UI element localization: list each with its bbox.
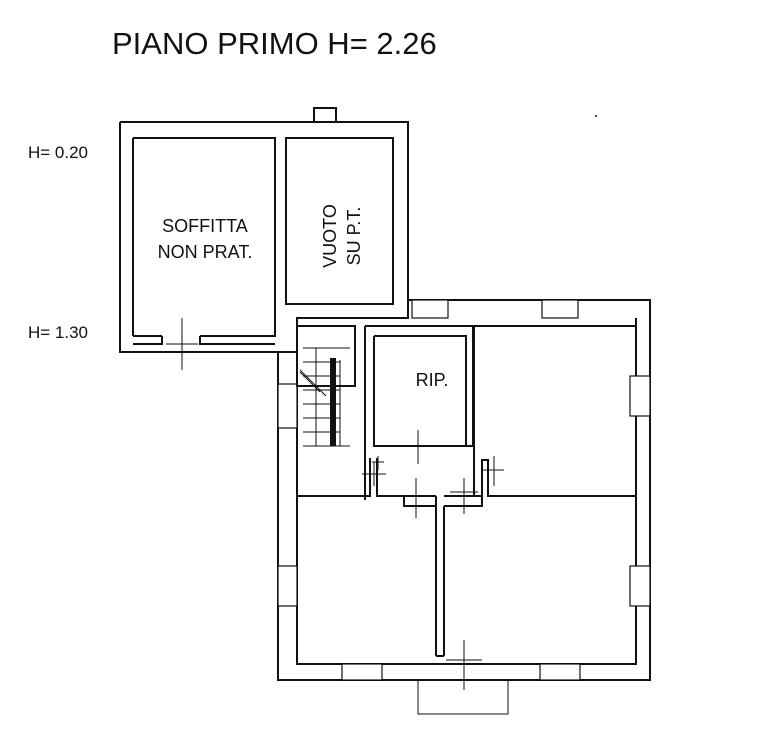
stray-dot [595, 115, 597, 117]
window-bottom-1 [341, 663, 383, 681]
crosshair-balcony [446, 640, 482, 690]
room-label-storage: RIP. [416, 370, 449, 390]
window-left-1 [277, 383, 298, 429]
level-label-bottom: H= 1.30 [28, 323, 88, 342]
crosshair-storage [404, 430, 434, 464]
stair-arrow [299, 369, 327, 397]
window-right-2 [629, 565, 651, 607]
room-label-attic: SOFFITTA [162, 216, 248, 236]
bedroom-top-right-wall [473, 325, 636, 496]
attic-block [119, 107, 409, 370]
room-label-attic-2: NON PRAT. [158, 242, 253, 262]
level-label-top: H= 0.20 [28, 143, 88, 162]
staircase [299, 347, 350, 447]
attic-outer-wall [119, 121, 409, 353]
room-label-void-2: SU P.T. [344, 207, 364, 266]
crosshair-door-right [450, 478, 478, 514]
crosshair-corridor [362, 462, 386, 486]
window-left-2 [277, 565, 298, 607]
balcony [417, 680, 509, 715]
window-right-1 [629, 375, 651, 417]
main-house [277, 299, 651, 715]
crosshair-door-left [402, 478, 428, 518]
room-label-void: VUOTO [320, 204, 340, 268]
stair-handrail [330, 358, 336, 446]
void-room-wall [285, 137, 394, 305]
corridor-wall-left [297, 458, 404, 497]
plan-title: PIANO PRIMO H= 2.26 [112, 26, 437, 61]
window-bottom-2 [539, 663, 581, 681]
crosshair-bedroom [482, 456, 504, 486]
chimney [313, 107, 337, 123]
window-top-2 [541, 299, 579, 319]
corridor-wall-right [403, 459, 636, 507]
crosshair-marker [166, 318, 198, 370]
window-top-1 [411, 299, 449, 319]
house-outer-wall [277, 299, 651, 681]
stair-wall-top [296, 325, 356, 387]
attic-room-wall [133, 137, 276, 337]
partition-wall [435, 496, 445, 657]
